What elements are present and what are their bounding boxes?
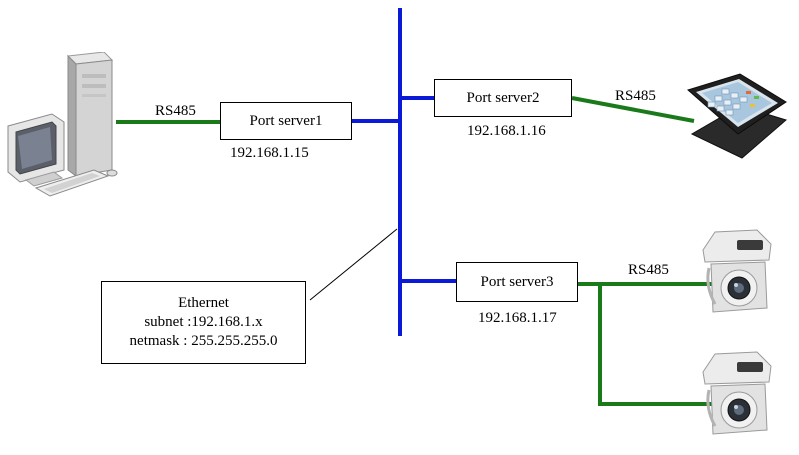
desktop-pc-icon <box>7 52 118 197</box>
port-server-2-ip: 192.168.1.16 <box>467 123 546 139</box>
ptz-camera-icon <box>702 351 772 435</box>
ethernet-note-netmask: netmask : 255.255.255.0 <box>129 333 278 349</box>
touch-terminal-icon <box>686 73 788 159</box>
rs485-label-pc: RS485 <box>155 103 196 119</box>
ethernet-callout-line <box>309 228 398 301</box>
port-server-3-ip: 192.168.1.17 <box>478 310 557 326</box>
rs485-link-terminal <box>571 96 695 123</box>
port-server-1-name: Port server1 <box>249 112 323 129</box>
port-server-3-name: Port server3 <box>480 273 554 290</box>
ethernet-note-subnet: subnet :192.168.1.x <box>144 314 263 330</box>
ptz-camera-icon <box>702 229 772 313</box>
ethernet-note-title: Ethernet <box>178 295 229 311</box>
port-server-2-box: Port server2 <box>434 79 572 117</box>
rs485-label-terminal: RS485 <box>615 88 656 104</box>
rs485-link-camera2 <box>598 284 716 406</box>
port-server-1-ip: 192.168.1.15 <box>230 145 309 161</box>
port-server-1-box: Port server1 <box>220 102 352 140</box>
port-server-2-name: Port server2 <box>466 89 540 106</box>
ethernet-note: Ethernet subnet :192.168.1.x netmask : 2… <box>101 281 306 364</box>
port-server-3-box: Port server3 <box>456 262 578 302</box>
rs485-label-cameras: RS485 <box>628 262 669 278</box>
